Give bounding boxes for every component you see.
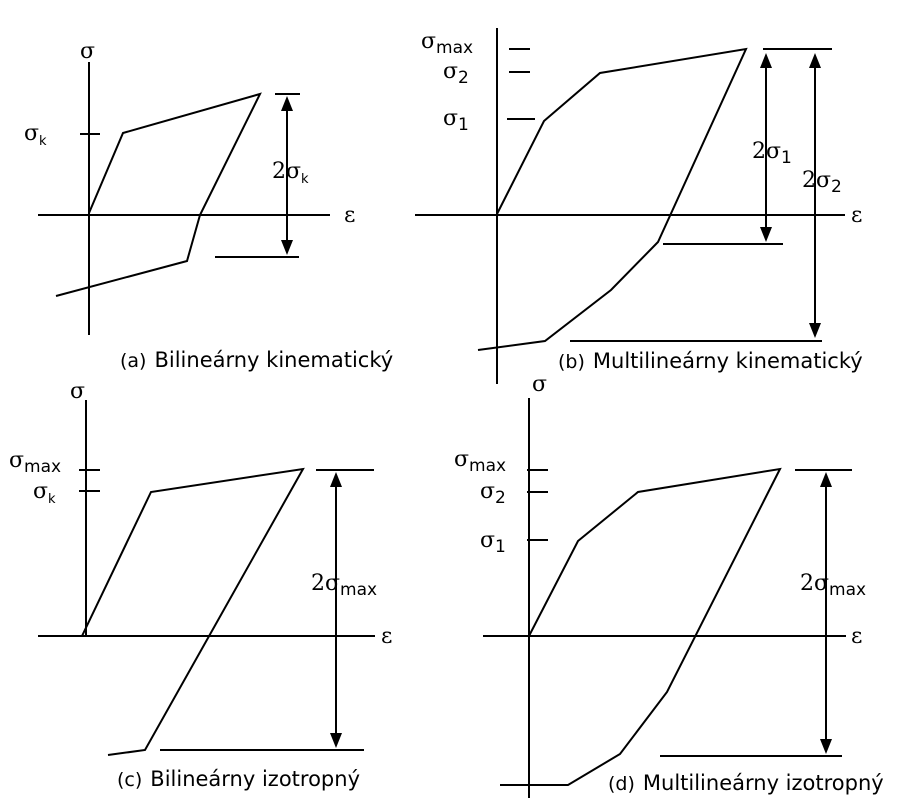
panel-a-epsilon-axis-label: ε [344,203,355,228]
panel-d: σ ε σmax σ2 σ1 2σmax (d)Multilineárny iz… [454,372,884,798]
panel-a-sigma-axis-label: σ [80,39,95,64]
panel-d-sigma-2-label: σ2 [480,479,506,508]
panel-d-dimension-label: 2σmax [800,571,866,600]
panel-b-dimension-label-2: 2σ2 [802,168,842,197]
panel-c-dimension-label: 2σmax [311,571,377,600]
panel-c-caption: (c)Bilineárny izotropný [117,767,360,791]
panel-b-epsilon-axis-label: ε [851,203,862,228]
panel-a-caption: (a)Bilineárny kinematický [120,348,393,372]
panel-b-arrow-1-up [760,53,772,68]
panel-b-sigma-max-label: σmax [421,29,473,58]
panel-b-sigma-1-label: σ1 [443,106,469,135]
panel-d-arrow-up [820,472,832,487]
panel-b-dimension-label-1: 2σ1 [752,139,792,168]
panel-b-arrow-2-up [809,53,821,68]
panel-c-sigma-k-label: σk [33,479,56,507]
panel-a-sigma-k-label: σk [24,121,47,149]
panel-a-dimension-label: 2σk [272,159,309,187]
panel-a-arrow-down [281,240,293,255]
panel-b-hysteresis-curve [477,47,748,351]
panel-d-sigma-1-label: σ1 [480,528,506,557]
panel-a-arrow-up [281,96,293,111]
panel-a-hysteresis-curve [55,92,262,297]
panel-b: ε σmax σ2 σ1 2σ1 2σ2 (b)Multilineárny ki… [415,28,863,384]
panel-c-sigma-max-label: σmax [9,448,61,477]
panel-d-arrow-down [820,739,832,754]
panel-c-epsilon-axis-label: ε [381,624,392,649]
panel-b-caption: (b)Multilineárny kinematický [558,349,863,373]
panel-c-hysteresis-curve [81,467,305,756]
panel-a: σ ε σk 2σk (a)Bilineárny kinematický [24,39,393,372]
panel-c-arrow-down [330,733,342,748]
panel-c: σ ε σmax σk 2σmax (c)Bilineárny izotropn… [9,379,392,791]
panel-d-caption: (d)Multilineárny izotropný [608,771,884,795]
panel-d-sigma-axis-label: σ [532,372,547,397]
panel-d-hysteresis-curve [500,467,782,786]
panel-c-arrow-up [330,472,342,487]
panel-b-sigma-2-label: σ2 [443,59,469,88]
panel-b-arrow-2-down [809,323,821,338]
panel-c-sigma-axis-label: σ [70,379,85,404]
panel-b-arrow-1-down [760,227,772,242]
panel-d-epsilon-axis-label: ε [851,624,862,649]
panel-d-sigma-max-label: σmax [454,447,506,476]
